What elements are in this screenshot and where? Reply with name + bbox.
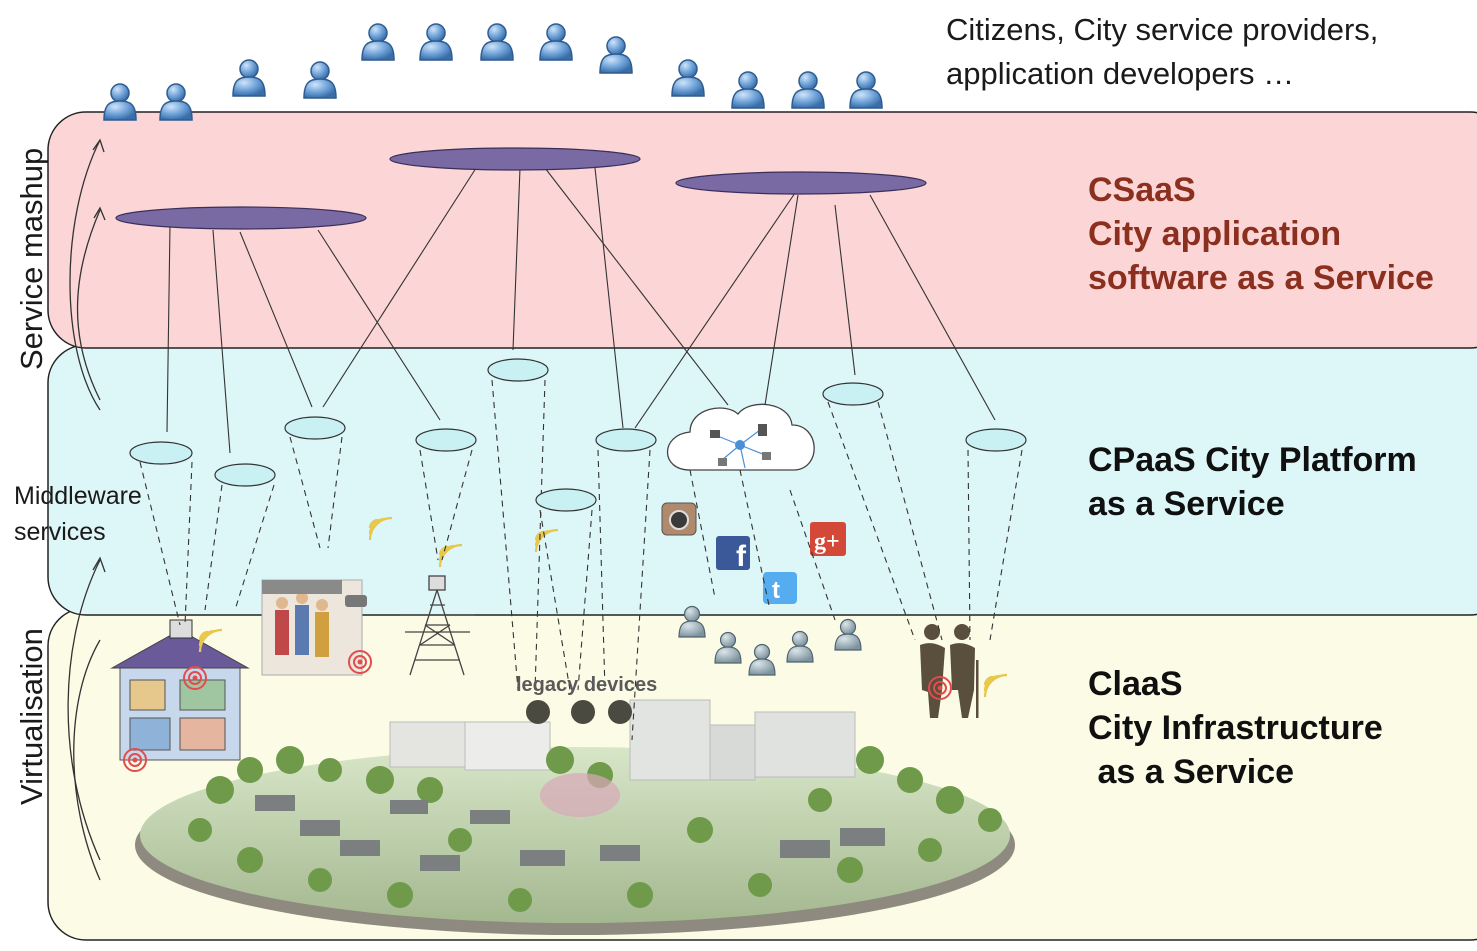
legacy-devices-label: legacy devices: [516, 674, 658, 696]
house-icon: [110, 619, 250, 772]
ciaas-line2: City Infrastructure: [1088, 709, 1383, 747]
ciaas-line3: as a Service: [1088, 753, 1295, 791]
flow-arrows: [67, 138, 106, 881]
ciaas-title: ClaaS City Infrastructure as a Service: [1088, 662, 1383, 794]
cpaas-line2: as a Service: [1088, 485, 1285, 523]
ciaas-line1: ClaaS: [1088, 665, 1183, 703]
svg-text:f: f: [736, 540, 747, 573]
csaas-line3: software as a Service: [1088, 259, 1434, 297]
stakeholders-line2: application developers …: [946, 56, 1295, 91]
stakeholders-label: Citizens, City service providers, applic…: [946, 8, 1378, 96]
legacy-devices: [526, 700, 632, 724]
facebook-icon: f: [716, 536, 750, 573]
instagram-icon: [661, 502, 697, 536]
csaas-title: CSaaS City application software as a Ser…: [1088, 168, 1434, 300]
cpaas-title: CPaaS City Platform as a Service: [1088, 438, 1417, 526]
city-model: [135, 699, 1015, 935]
workers-icon: [261, 579, 372, 676]
svg-text:t: t: [772, 577, 780, 604]
connection-lines: [166, 164, 996, 454]
stakeholders-line1: Citizens, City service providers,: [946, 12, 1379, 47]
google-plus-icon: g+: [810, 522, 846, 556]
csaas-line1: CSaaS: [1088, 171, 1196, 209]
cloud-icon: [666, 403, 815, 471]
svg-text:g+: g+: [814, 529, 840, 555]
twitter-icon: t: [763, 572, 797, 604]
dashed-lines: [139, 379, 1023, 741]
csaas-line2: City application: [1088, 215, 1342, 253]
virtualisation-label: Virtualisation: [14, 628, 49, 805]
app-ellipses: [115, 147, 927, 230]
cpaas-line1: CPaaS City Platform: [1088, 441, 1417, 479]
power-tower-icon: [400, 543, 475, 676]
service-mashup-label: Service mashup: [14, 147, 49, 370]
middleware-line1: Middleware: [14, 482, 142, 510]
elderly-couple-icon: [920, 624, 1009, 718]
service-ellipses: [129, 358, 1027, 512]
application-layer: [47, 111, 1477, 349]
middleware-services-label: Middleware services: [14, 478, 184, 550]
user-icons-top: [103, 23, 883, 121]
middleware-line2: services: [14, 518, 106, 546]
